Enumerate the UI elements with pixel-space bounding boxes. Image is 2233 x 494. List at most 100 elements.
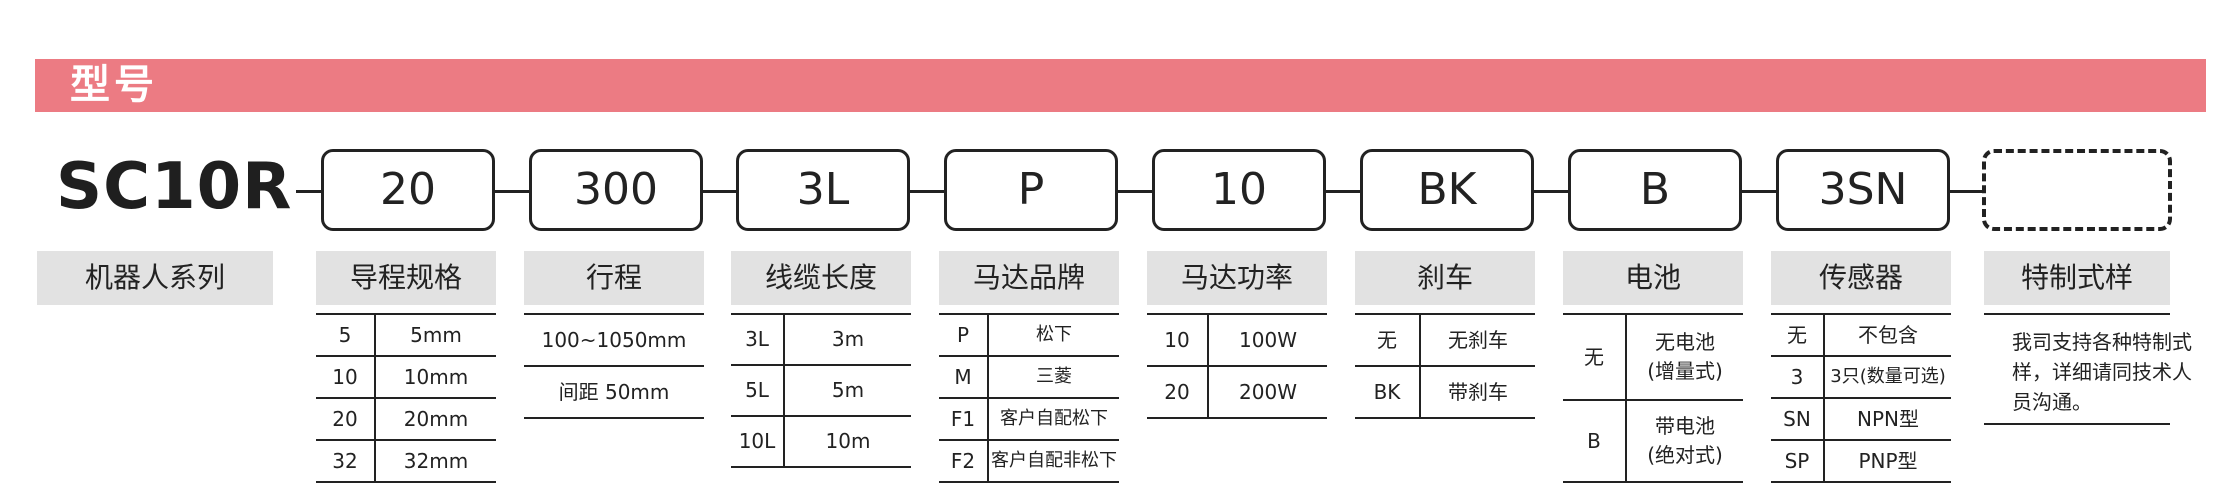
cable-code: 5L [745,378,769,402]
table-rule [1771,355,1951,357]
table-rule [1147,365,1327,367]
sensor-code: SP [1784,448,1810,473]
brand-value: 客户自配松下 [1000,407,1108,429]
power-value: 100W [1239,327,1297,352]
brake-value: 无刹车 [1448,327,1508,352]
table-divider [1823,313,1825,483]
label-lead: 导程规格 [316,251,496,305]
table-rule [939,397,1119,399]
connector [1118,190,1152,193]
label-brake: 刹车 [1355,251,1535,305]
brand-code: F1 [950,406,976,431]
code-box-motor-brand: P [944,149,1118,231]
sensor-value: 3只(数量可选) [1830,365,1946,387]
lead-code: 5 [338,322,352,347]
table-rule [731,364,911,366]
label-special: 特制式样 [1984,251,2170,305]
table-rule [524,313,704,315]
code-box-stroke: 300 [529,149,703,231]
connector [1534,190,1568,193]
power-code: 20 [1164,379,1190,404]
cable-value: 3m [831,327,865,351]
table-rule [524,365,704,367]
table-divider [783,313,785,468]
code-box-brake: BK [1360,149,1534,231]
table-rule [1563,481,1743,483]
sensor-code: SN [1783,406,1811,431]
brake-code: 无 [1377,327,1397,352]
cable-value: 5m [831,378,865,402]
code-box-battery: B [1568,149,1742,231]
lead-code: 32 [332,448,358,473]
table-rule [1771,397,1951,399]
code-box-cable: 3L [736,149,910,231]
table-rule [1563,399,1743,401]
code-box-sensor: 3SN [1776,149,1950,231]
connector [1326,190,1360,193]
label-sensor: 传感器 [1771,251,1951,305]
connector [296,190,321,193]
table-rule [316,313,496,315]
label-battery: 电池 [1563,251,1743,305]
sensor-value: 不包含 [1858,322,1918,347]
table-rule [1355,417,1535,419]
label-motor-power: 马达功率 [1147,251,1327,305]
header-band [35,59,2206,112]
connector [1742,190,1776,193]
table-divider [1625,313,1627,483]
brand-code: P [956,322,970,347]
power-code: 10 [1164,327,1190,352]
table-rule [1984,423,2170,425]
brake-value: 带刹车 [1448,379,1508,404]
brand-code: M [954,364,972,389]
table-divider [374,313,376,483]
table-divider [1419,313,1421,419]
brand-value: 客户自配非松下 [991,449,1117,471]
connector [495,190,529,193]
connector [703,190,736,193]
cable-code: 10L [738,429,776,453]
power-value: 200W [1239,379,1297,404]
sensor-value: PNP型 [1858,448,1918,473]
brand-value: 三菱 [1036,365,1072,387]
table-rule [731,313,911,315]
table-divider [987,313,989,483]
lead-value: 20mm [403,406,469,431]
table-rule [316,439,496,441]
series-label: 机器人系列 [37,251,273,305]
table-rule [939,481,1119,483]
label-cable: 线缆长度 [731,251,911,305]
code-box-lead: 20 [321,149,495,231]
table-rule [1147,417,1327,419]
table-rule [939,313,1119,315]
table-rule [1147,313,1327,315]
table-rule [1771,481,1951,483]
table-rule [316,355,496,357]
special-note: 我司支持各种特制式样，详细请同技术人员沟通。 [2012,330,2192,414]
sensor-code: 3 [1790,364,1804,389]
battery-code: 无 [1584,344,1604,369]
connector [910,190,944,193]
table-rule [316,481,496,483]
code-box-special [1982,149,2172,231]
section-title: 型号 [70,62,158,108]
table-rule [731,466,911,468]
label-stroke: 行程 [524,251,704,305]
lead-value: 5mm [410,322,462,347]
cable-code: 3L [745,327,769,351]
stroke-range: 100~1050mm [541,327,687,352]
battery-value: 带电池 (绝对式) [1647,414,1723,467]
battery-code: B [1587,428,1601,453]
table-rule [939,439,1119,441]
table-rule [731,415,911,417]
table-rule [524,417,704,419]
connector [1950,190,1982,193]
table-rule [316,397,496,399]
brand-value: 松下 [1036,323,1072,345]
battery-value: 无电池 (增量式) [1647,330,1723,383]
table-rule [1771,313,1951,315]
brand-code: F2 [950,448,976,473]
cable-value: 10m [825,429,871,453]
table-rule [1771,439,1951,441]
label-motor-brand: 马达品牌 [939,251,1119,305]
